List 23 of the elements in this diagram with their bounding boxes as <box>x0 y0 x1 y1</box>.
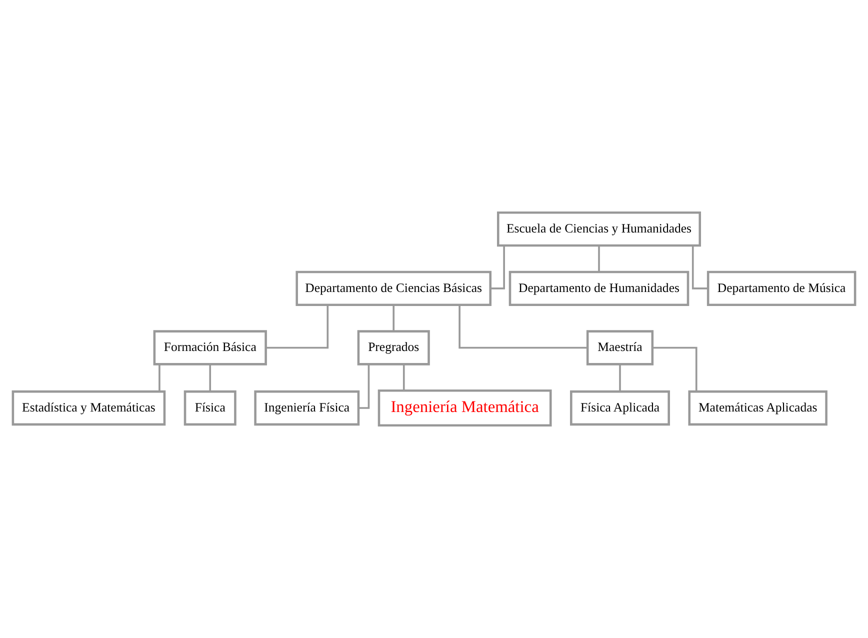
node-box: Física <box>184 390 236 426</box>
node-box: Ingeniería Física <box>254 390 360 426</box>
node-box: Pregrados <box>357 330 430 366</box>
node-box: Física Aplicada <box>570 390 670 426</box>
node-box: Departamento de Humanidades <box>508 270 690 306</box>
node-box: Escuela de Ciencias y Humanidades <box>497 212 701 247</box>
connector <box>158 364 160 392</box>
node-box: Matemáticas Aplicadas <box>688 390 828 426</box>
node-box: Departamento de Música <box>706 270 856 306</box>
connector <box>392 304 395 332</box>
connector <box>358 364 370 409</box>
node-box: Estadística y Matemáticas <box>12 390 166 426</box>
node-box: Maestría <box>586 330 654 366</box>
connector <box>266 304 329 349</box>
node-box: Formación Básica <box>153 330 267 366</box>
node-box: Ingeniería Matemática <box>378 390 552 426</box>
connector <box>652 346 698 392</box>
connector <box>209 364 212 392</box>
connector <box>598 246 600 272</box>
node-box: Departamento de Ciencias Básicas <box>296 270 492 306</box>
connector <box>402 364 405 390</box>
connector <box>619 364 621 392</box>
connector <box>458 304 588 349</box>
